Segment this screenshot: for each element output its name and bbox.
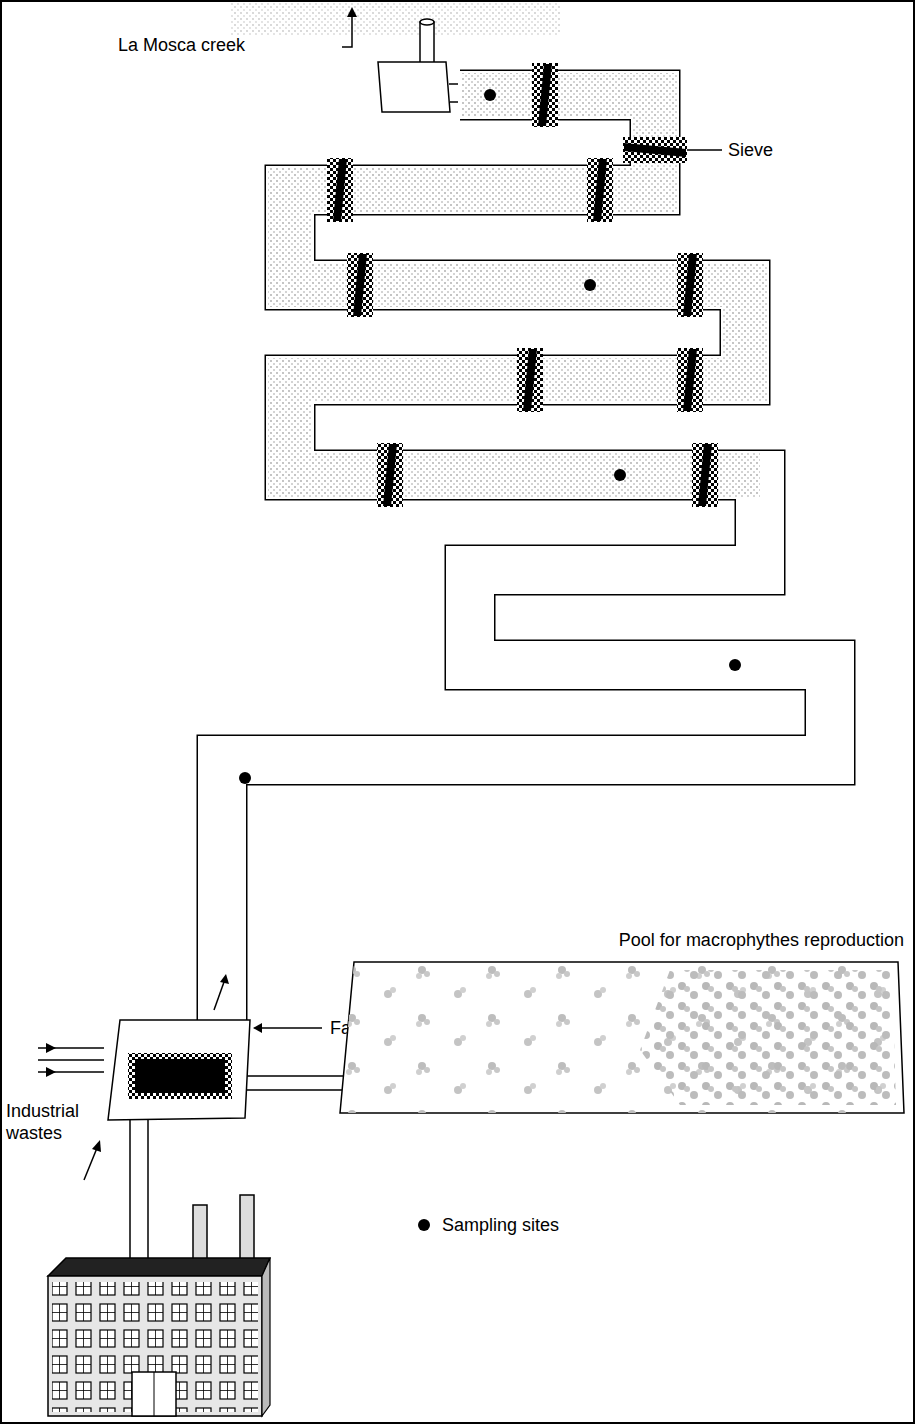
sampling-site-dot [484,89,496,101]
trap-chamber [135,1059,225,1093]
chimney [240,1195,254,1263]
node-shape [340,962,904,1113]
trap-grid [128,1053,232,1099]
arrow-head [92,1140,101,1152]
sieve-symbol [532,63,558,127]
pipe-connector [245,1076,344,1090]
sampling-site-dot [584,279,596,291]
arrow-head [347,7,357,17]
legend-row: Sampling sites [418,1214,559,1236]
sieve-symbol [623,137,687,163]
sieve-mesh [327,158,353,222]
creek-water [230,2,560,36]
macrophytes-dense [640,970,896,1105]
sieve-mesh [517,348,543,412]
sieve-bar [624,143,686,157]
sieve-bar [383,444,397,506]
arrow-head [46,1067,56,1077]
sieve-mesh [677,253,703,317]
sieve-mesh [677,348,703,412]
sieve-symbol [347,253,373,317]
sieve-bar [523,349,537,411]
sieve-symbol [377,443,403,507]
sieve-symbol [692,443,718,507]
chimney [193,1205,207,1263]
creek-arrow [342,16,352,47]
sieve-symbol [677,348,703,412]
factory-door [154,1372,155,1416]
pipe-line [245,1076,344,1090]
node-label: Pool for macrophythes reproduction [619,929,904,951]
waste-pipe [147,1119,149,1262]
node-outline [340,960,906,1115]
sieve-bar [538,64,552,126]
factory-door [132,1372,176,1416]
sampling-site-dot [729,659,741,671]
arrow-head [220,974,229,984]
sieve-symbol [327,158,353,222]
sieve-bar [353,254,367,316]
callout-label: Sieve [728,139,818,161]
factory-roof [48,1258,270,1276]
sieve-mesh [623,137,687,163]
outlet-pipe-top [420,19,434,25]
outlet-pipe [420,22,434,64]
sieve-symbol [587,158,613,222]
arrow-head [46,1043,56,1053]
sieve-bar [683,254,697,316]
creek-label: La Mosca creek [118,34,338,56]
macrophytes [340,962,904,1113]
sieve-symbol [517,348,543,412]
sieves-and-sites [239,63,741,784]
leader-arrow [262,1027,322,1029]
sieve-mesh [377,443,403,507]
node-outline [108,1015,253,1122]
fat-trap: Fat trap [108,1015,253,1122]
sieve-symbol [677,253,703,317]
legend-marker [418,1219,430,1231]
flow-arrow [214,982,224,1010]
sampling-site-dot [614,469,626,481]
legend-text: Sampling sites [442,1214,559,1236]
factory-building [48,1276,262,1416]
factory-side [262,1258,270,1416]
sieve-bar [698,444,712,506]
source-label: Industrial wastes [6,1100,106,1144]
flow-arrow [84,1148,97,1180]
node-shape [108,1020,250,1120]
macrophyte-pool: Pool for macrophythes reproduction [340,960,906,1115]
sieve-bar [593,159,607,221]
sieve-bar [683,349,697,411]
sieve-mesh [347,253,373,317]
sieve-mesh [587,158,613,222]
waste-pipe [129,1120,131,1262]
sieve-bar [333,159,347,221]
sampling-site-dot [239,772,251,784]
sieve-mesh [532,63,558,127]
sieve-mesh [692,443,718,507]
outlet-box [378,62,450,112]
arrow-head [253,1023,262,1033]
channel-water [222,95,830,1026]
channel-vegetation [290,95,760,475]
